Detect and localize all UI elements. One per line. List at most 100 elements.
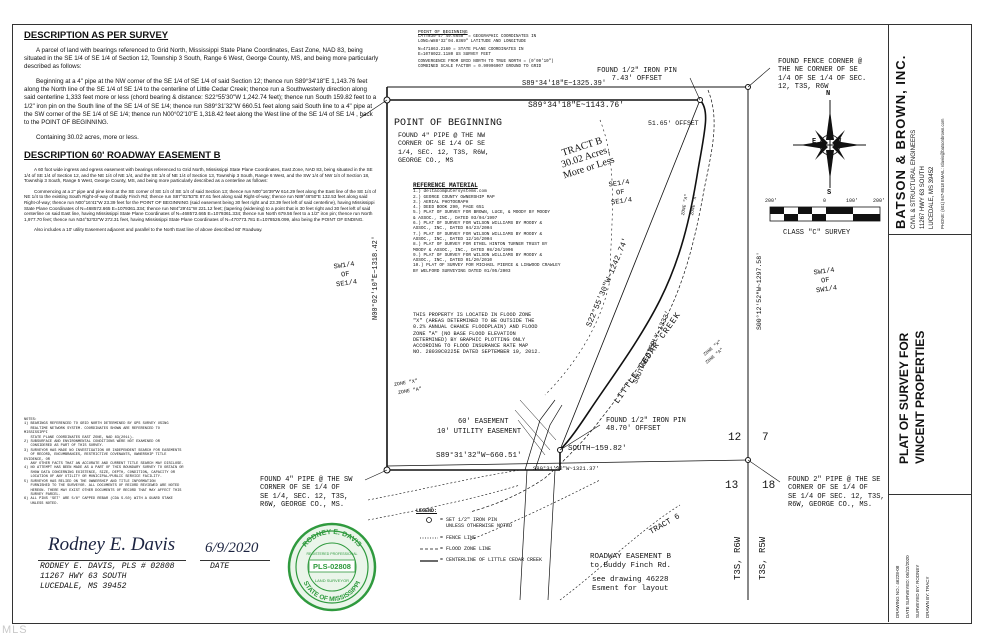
pob-long: LONG=W88°32'04.8369" LATITUDE AND LONGIT… <box>418 40 527 44</box>
note-line: ANY OTHER FACTS THAT AN ACCURATE AND CUR… <box>24 462 184 467</box>
legend-item: = CENTERLINE OF LITTLE CEDAR CREEK <box>440 557 543 563</box>
note-line: 6) ALL PINS 'SET' ARE 5/8" CAPPED REBAR … <box>24 497 173 502</box>
legend-item: = FENCE LINE <box>440 535 477 541</box>
easement-hatch <box>514 399 557 456</box>
south-label: SOUTH~159.82' <box>568 445 627 453</box>
flood-zone-line <box>469 89 715 513</box>
reference-item: 9.) PLAT OF SURVEY FOR WILSON WILLIAMS B… <box>413 252 543 258</box>
surveyor-address2: LUCEDALE, MS 39452 <box>40 582 127 591</box>
offset-51-label: 51.65' OFFSET <box>648 120 699 127</box>
notes-block: NOTES: 1) BEARINGS REFERENCED TO GRID NO… <box>24 418 184 506</box>
note-line: 3) SURVEYOR HAS MADE NO INVESTIGATION OR… <box>24 448 182 453</box>
note-line: 4) NO ATTEMPT HAS BEEN MADE AS A PART OF… <box>24 466 184 471</box>
reference-item: ASSOC., INC., DATED 04/23/2004 <box>413 226 493 232</box>
pob-northing: N=471863.2160 = STATE PLANE COORDINATES … <box>418 48 524 52</box>
note-line: SURVEY PARCEL. <box>24 492 61 497</box>
class-c-label: CLASS "C" SURVEY <box>783 229 851 237</box>
t3s-r5w-label: T3S, R5W <box>758 536 768 580</box>
section-13-label: 13 <box>725 480 739 492</box>
north-line-label-top: S89°34'18"E~1325.39' <box>522 80 607 88</box>
pob-coordinate-block: POINT OF BEGINNING LAT=N30°47'49.6658" =… <box>418 30 598 70</box>
signature-date: 6/9/2020 <box>205 540 259 556</box>
note-line: OF RECORD, ENCUMBRANCES, RESTRICTIVE COV… <box>24 453 169 462</box>
plat-title-line2: VINCENT PROPERTIES <box>913 330 927 464</box>
note-line: SHOW DATA CONCERNING EXISTENCE, SIZE, DE… <box>24 470 175 475</box>
east-line-label: S00°12'52"W~1297.58' <box>756 251 763 330</box>
firm-name: BATSON & BROWN, INC. <box>893 54 908 229</box>
scale-label-200-left: 200' <box>765 198 778 204</box>
surveyor-address1: 11267 HWY 63 SOUTH <box>40 572 127 581</box>
scale-label-0: 0 <box>823 198 827 204</box>
easement-lines <box>524 399 563 471</box>
reference-item: ASSOC., INC., DATED 12/16/2004 <box>413 236 493 242</box>
sheet-border <box>12 24 972 624</box>
pob-coord-title: POINT OF BEGINNING <box>418 30 468 35</box>
reference-item: 3.) AERIAL PHOTOGRAPH <box>413 199 469 205</box>
pob-easting: E=1078022.1180 US SURVEY FEET <box>418 53 491 57</box>
flood-zone-note: THIS PROPERTY IS LOCATED IN FLOOD ZONE "… <box>413 312 541 356</box>
seal-middle: LAND SURVEYOR <box>315 578 349 583</box>
legend-item: = FLOOD ZONE LINE <box>440 546 492 552</box>
drawing-number: DRAWING NO.: 46228-08 <box>895 565 900 618</box>
firm-sub3: LUCEDALE, MS 39452 <box>929 166 935 229</box>
reference-item: 10.) PLAT OF SURVEY FOR MICHAEL PIERCE &… <box>413 263 561 269</box>
north-line-label: S89°34'18"E~1143.76' <box>528 101 625 110</box>
reference-item: 5.) PLAT OF SURVEY FOR BROWN, LUCE, & MO… <box>413 210 551 216</box>
firm-sub1: CIVIL & STRUCTURAL ENGINEERS <box>911 129 917 229</box>
creek-centerline <box>559 99 707 451</box>
note-line: HEREON. THERE MAY EXIST OTHER DOCUMENTS … <box>24 488 182 493</box>
surveyed-by: SURVEYED BY: RODNEY <box>915 564 920 618</box>
reference-title: REFERENCE MATERIAL <box>413 182 478 189</box>
legend-block: LEGEND: = SET 1/2" IRON PIN UNLESS OTHER… <box>416 508 542 563</box>
note-line: LOCATION OF ANY UTILITY OR MUNICIPAL/PUB… <box>24 475 163 480</box>
reference-item: BY WELFORD SURVEYING DATED 01/05/2003 <box>413 268 511 274</box>
reference-item: ASSOC., INC., DATED 01/20/2010 <box>413 258 493 264</box>
seal-number: PLS-02808 <box>313 562 351 571</box>
signature-line <box>38 560 186 561</box>
surveyor-signature: Rodney E. Davis <box>48 534 176 555</box>
reference-item: 6.) PLAT OF SURVEY FOR WILSON WILLIAMS B… <box>413 221 543 227</box>
note-line: REALTIME NETWORK SYSTEM. COORDINATES SHO… <box>24 426 163 436</box>
description-easement-p2: Commencing at a 2" pipe and pine knot at… <box>24 188 377 222</box>
note-line: 1) BEARINGS REFERENCED TO GRID NORTH DET… <box>24 422 169 427</box>
date-surveyed: DATE SURVEYED: 05/22/2020 <box>905 555 910 618</box>
reference-item: & ASSOC., INC., DATED 03/04/1997 <box>413 215 498 221</box>
note-line: UNLESS NOTED. <box>24 501 59 506</box>
note-line: CONSIDERED AS PART OF THIS SURVEY. <box>24 444 104 449</box>
west-line-label: N00°02'10"E~1318.42' <box>372 235 380 320</box>
section-12-label: 12 <box>728 432 742 444</box>
description-survey-p2: Beginning at a 4" pipe at the NW corner … <box>24 78 377 126</box>
mls-watermark: MLS <box>2 624 28 636</box>
easement-60-label: 60' EASEMENT <box>458 418 509 426</box>
title-divider <box>889 494 971 495</box>
description-easement-heading: DESCRIPTION 60' ROADWAY EASEMENT B <box>24 149 221 161</box>
section-18-label: 18 <box>762 480 776 492</box>
compass-e: E <box>812 138 817 146</box>
pob-convergence: CONVERGENCE FROM GRID NORTH TO TRUE NORT… <box>418 60 554 64</box>
scale-label-100: 100' <box>846 198 859 204</box>
description-survey-p3: Containing 30.02 acres, more or less. <box>36 133 139 141</box>
pob-label: POINT OF BEGINNING <box>394 118 503 129</box>
reference-item: 7.) PLAT OF SURVEY FOR WILSON WILLIAMS B… <box>413 231 543 237</box>
description-survey-heading: DESCRIPTION AS PER SURVEY <box>24 30 169 41</box>
t3s-r6w-label: T3S, R6W <box>733 536 743 580</box>
north-arrow <box>793 100 866 188</box>
reference-item: 8.) PLAT OF SURVEY FOR ETHEL HINTON TURN… <box>413 242 548 248</box>
surveyor-name-line: RODNEY E. DAVIS, PLS # 02808 <box>40 562 175 571</box>
compass-s: S <box>827 189 832 197</box>
legend-title: LEGEND: <box>416 508 438 514</box>
date-label: DATE <box>210 562 230 571</box>
roadway-easement-b <box>519 469 556 601</box>
pob-scale-factor: COMBINED SCALE FACTOR = 0.99996007 GROUN… <box>418 65 542 69</box>
date-line <box>200 560 270 561</box>
reference-item: 1.) deltacomputersystems.com <box>413 189 487 195</box>
